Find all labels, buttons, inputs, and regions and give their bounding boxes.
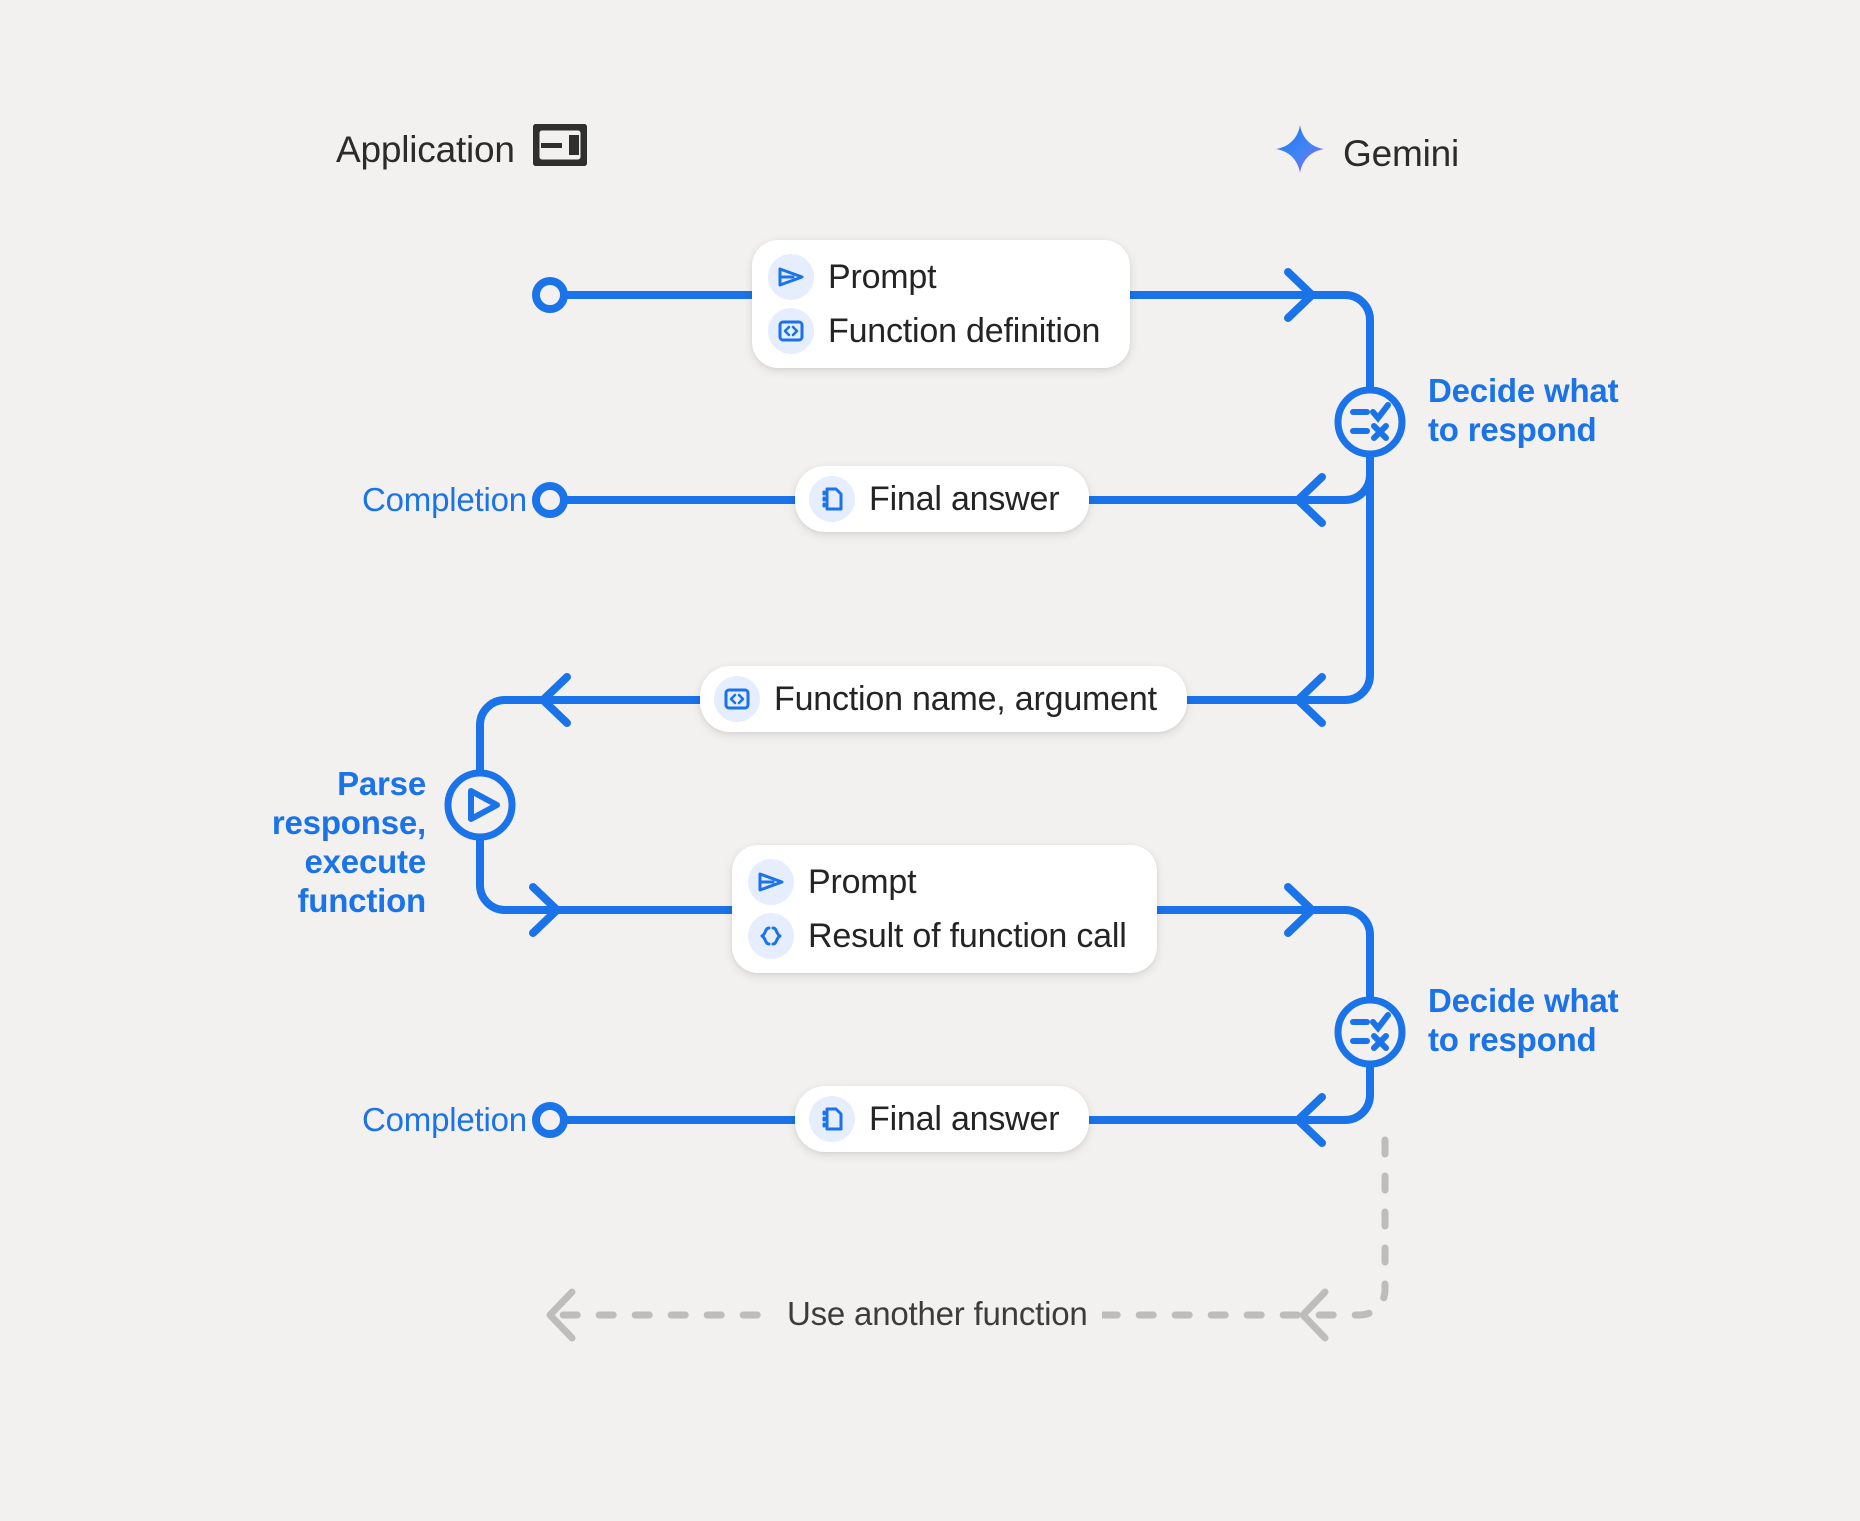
document-icon — [809, 476, 855, 522]
lane-label-gemini: Gemini — [1343, 132, 1459, 174]
gemini-sparkle-icon — [1275, 124, 1325, 183]
wire-into-parse — [476, 696, 554, 779]
card-row-label: Function definition — [828, 311, 1101, 350]
arrowhead-to-gemini-1 — [1284, 268, 1316, 322]
card-row-label: Result of function call — [808, 916, 1127, 955]
loop-dashed-path — [556, 1136, 1389, 1319]
lane-header-gemini: Gemini — [1275, 124, 1459, 183]
card-row-label: Prompt — [808, 862, 917, 901]
wire-gemini-entry-1 — [1301, 291, 1374, 396]
loop-arrowheads — [546, 1288, 1329, 1342]
card-row: Result of function call — [748, 913, 1127, 959]
card-row-label: Final answer — [869, 479, 1060, 518]
code-brackets-icon — [768, 308, 814, 354]
message-card-prompt-function-definition[interactable]: Prompt Function definition — [752, 240, 1131, 368]
wire-out-of-parse — [476, 831, 554, 914]
completion-node-marker-1 — [532, 482, 568, 518]
checklist-circle-icon-2 — [1334, 996, 1406, 1068]
card-row: Prompt — [748, 859, 1127, 905]
play-circle-icon — [444, 769, 516, 841]
arrowhead-out-app-2 — [529, 883, 561, 937]
document-icon — [809, 1096, 855, 1142]
wire-function-name-argument — [546, 448, 1374, 704]
completion-node-marker-2 — [532, 1102, 568, 1138]
card-row-label: Prompt — [828, 257, 937, 296]
arrowhead-to-app-2 — [1294, 673, 1326, 727]
process-note-decide-1: Decide what to respond — [1428, 372, 1619, 448]
arrowhead-to-gemini-2 — [1284, 883, 1316, 937]
arrowhead-into-app-parse — [539, 673, 571, 727]
message-card-function-name-argument[interactable]: Function name, argument — [700, 666, 1187, 732]
message-card-final-answer-1[interactable]: Final answer — [795, 466, 1090, 532]
card-row-label: Function name, argument — [774, 679, 1157, 718]
arrowhead-to-app-1 — [1294, 473, 1326, 527]
message-card-final-answer-2[interactable]: Final answer — [795, 1086, 1090, 1152]
checklist-circle-icon-1 — [1334, 386, 1406, 458]
start-node-marker — [532, 277, 568, 313]
wire-gemini-entry-2 — [1301, 906, 1374, 1006]
code-brackets-icon — [714, 676, 760, 722]
arrowhead-to-app-3 — [1294, 1093, 1326, 1147]
edge-label-completion-1: Completion — [362, 481, 527, 518]
process-note-decide-2: Decide what to respond — [1428, 982, 1619, 1058]
application-window-icon — [530, 121, 590, 175]
send-prompt-icon — [748, 859, 794, 905]
send-prompt-icon — [768, 254, 814, 300]
lane-label-application: Application — [336, 128, 515, 170]
card-row: Prompt — [768, 254, 1100, 300]
process-note-parse-execute: Parse response, execute function — [271, 765, 426, 919]
card-row: Function name, argument — [714, 676, 1157, 722]
edge-label-completion-2: Completion — [362, 1101, 527, 1138]
curly-braces-icon — [748, 913, 794, 959]
message-card-prompt-result[interactable]: Prompt Result of function call — [732, 845, 1157, 973]
lane-header-application: Application — [336, 121, 590, 175]
loop-label-use-another-function: Use another function — [773, 1295, 1102, 1333]
wire-final-answer-2 — [546, 1058, 1374, 1124]
card-row: Final answer — [809, 1096, 1060, 1142]
card-row-label: Final answer — [869, 1099, 1060, 1138]
card-row: Final answer — [809, 476, 1060, 522]
card-row: Function definition — [768, 308, 1100, 354]
